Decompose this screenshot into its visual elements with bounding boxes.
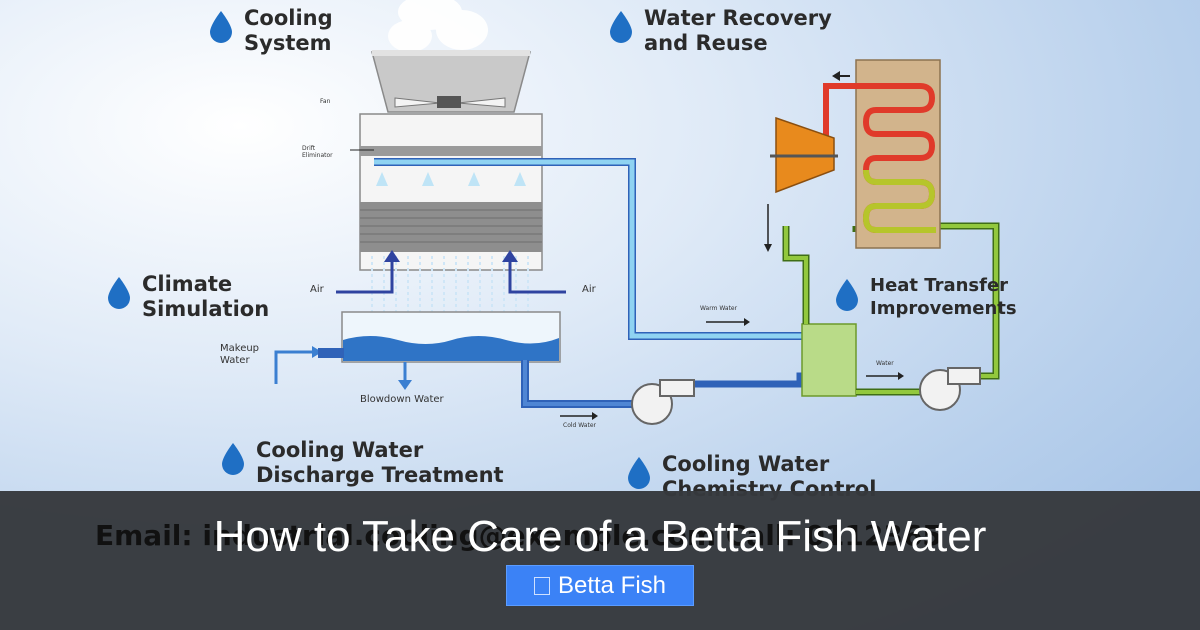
label-blowdown-water: Blowdown Water xyxy=(360,394,444,405)
heading-climate-simulation: Climate Simulation xyxy=(106,272,269,322)
heading-discharge-treatment: Cooling Water Discharge Treatment xyxy=(220,438,504,488)
condenser-pump xyxy=(919,367,981,411)
label-air-right: Air xyxy=(582,284,596,295)
water-drop-icon xyxy=(628,457,650,489)
label-cold-water: Cold Water xyxy=(563,422,596,429)
heading-heat-transfer: Heat Transfer Improvements xyxy=(834,274,1017,320)
water-drop-icon xyxy=(210,11,232,43)
makeup-arrow xyxy=(274,350,314,384)
fan-blades xyxy=(394,96,506,108)
folder-icon xyxy=(533,576,550,595)
water-drop-icon xyxy=(836,279,858,311)
water-drop-icon xyxy=(610,11,632,43)
label-air-left: Air xyxy=(310,284,324,295)
heading-water-recovery: Water Recovery and Reuse xyxy=(608,6,832,56)
heading-heat-transfer-text: Heat Transfer Improvements xyxy=(870,275,1017,319)
label-warm-water: Warm Water xyxy=(700,305,738,312)
title-overlay-bar xyxy=(0,491,1200,630)
heading-climate-simulation-text: Climate Simulation xyxy=(142,272,270,321)
fan-stack-top xyxy=(372,50,530,56)
water-drop-icon xyxy=(222,443,244,475)
air-arrow-heads xyxy=(384,250,518,262)
label-makeup-water: Makeup Water xyxy=(220,343,260,366)
label-water: Water xyxy=(876,360,894,367)
cold-water-pipe xyxy=(521,360,640,408)
cold-water-pump xyxy=(631,379,695,425)
label-fan: Fan xyxy=(320,98,331,105)
heading-cooling-system-text: Cooling System xyxy=(244,6,333,55)
page-title: How to Take Care of a Betta Fish Water xyxy=(213,512,987,561)
water-drop-icon xyxy=(108,277,130,309)
heading-water-recovery-text: Water Recovery and Reuse xyxy=(644,6,832,55)
condenser xyxy=(801,323,857,397)
steam-plume xyxy=(388,0,488,52)
heading-discharge-treatment-text: Cooling Water Discharge Treatment xyxy=(256,438,504,487)
background-contact-text: Email: industrial.cooling@example.com Ca… xyxy=(95,519,942,552)
category-badge-label: Betta Fish xyxy=(557,571,667,599)
heading-cooling-system: Cooling System xyxy=(208,6,333,56)
falling-water xyxy=(371,256,529,318)
spray-nozzles xyxy=(376,172,526,186)
basin-water xyxy=(343,336,559,361)
fill-media-lines xyxy=(360,209,542,243)
label-drift-eliminator: Drift Eliminator xyxy=(302,145,333,159)
drift-eliminator xyxy=(360,146,542,156)
category-badge[interactable]: Betta Fish xyxy=(506,565,694,606)
air-arrows xyxy=(336,258,566,294)
